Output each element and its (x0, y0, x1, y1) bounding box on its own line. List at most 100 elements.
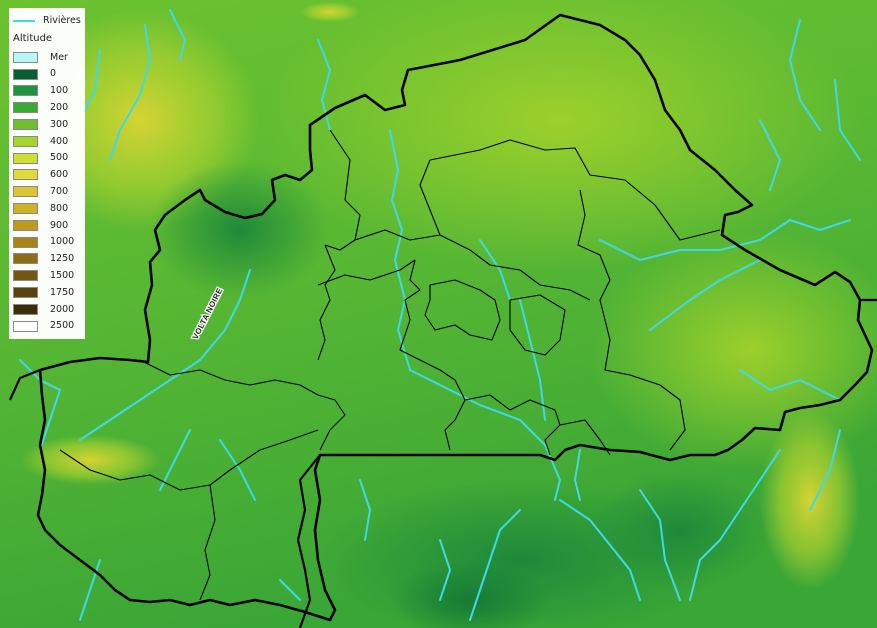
legend-item-label: 800 (50, 202, 69, 214)
international-border (296, 454, 321, 628)
international-borders (8, 298, 877, 628)
legend-swatch (13, 85, 38, 97)
terrain-volta-basin (390, 560, 550, 628)
terrain-atakora-hills (760, 410, 860, 590)
legend-item-label: 500 (50, 152, 69, 164)
legend-item: 600 (13, 167, 85, 184)
legend-item: 100 (13, 83, 85, 100)
river (809, 429, 841, 511)
river (469, 509, 521, 621)
region-boundary (559, 419, 611, 456)
terrain-oti-lowland (590, 470, 770, 590)
region-boundaries (59, 129, 721, 601)
river (79, 559, 101, 621)
region-boundary (317, 244, 336, 361)
legend-swatch (13, 51, 38, 63)
legend-item: 300 (13, 116, 85, 133)
legend-item: 800 (13, 200, 85, 217)
river (359, 479, 371, 541)
river (109, 24, 151, 161)
international-border (8, 368, 41, 401)
legend-swatch (13, 119, 38, 131)
river (439, 539, 451, 601)
legend-swatch (13, 68, 38, 80)
legend-swatch (13, 152, 38, 164)
legend-item-label: 600 (50, 169, 69, 181)
river-line-icon (13, 20, 35, 22)
terrain-sourou-lowland (150, 160, 330, 300)
legend-item: 2000 (13, 301, 85, 318)
legend-swatch (13, 135, 38, 147)
region-boundary (419, 159, 441, 236)
region-boundary (139, 359, 319, 396)
region-boundary (424, 279, 501, 341)
river (739, 369, 841, 401)
river (479, 239, 511, 301)
legend-item-label: 300 (50, 118, 69, 130)
legend-swatch (13, 287, 38, 299)
river (689, 449, 781, 601)
river (219, 439, 256, 501)
legend-item-label: 1500 (50, 270, 75, 281)
region-boundary (429, 139, 721, 241)
legend-item-label: 2500 (50, 320, 75, 332)
legend-swatch (13, 270, 38, 282)
legend-item: 1000 (13, 234, 85, 251)
legend-item: 400 (13, 133, 85, 150)
region-boundary (464, 394, 561, 456)
legend-swatch (13, 186, 38, 198)
river (159, 429, 191, 491)
river (79, 269, 251, 441)
legend-item: 1750 (13, 284, 85, 301)
legend-item-label: Mer (50, 51, 68, 63)
river (519, 299, 546, 421)
legend-item-label: 700 (50, 186, 69, 198)
legend-item-label: 0 (50, 68, 57, 80)
legend-item-label: 400 (50, 135, 69, 147)
legend-item-label: 1750 (50, 286, 75, 298)
river (639, 489, 681, 601)
region-boundary (59, 429, 319, 491)
river (389, 129, 411, 371)
legend-item: Mer (13, 49, 85, 66)
region-boundary (317, 259, 416, 286)
river (79, 49, 101, 121)
river (279, 579, 301, 601)
terrain-plateau-east (590, 230, 877, 470)
legend-item: 1500 (13, 267, 85, 284)
legend-swatch (13, 320, 38, 332)
legend-swatch (13, 253, 38, 265)
terrain-sindou-hills (20, 435, 160, 485)
river (789, 219, 851, 231)
river (759, 119, 781, 191)
region-boundary (509, 294, 566, 356)
legend-item: 200 (13, 99, 85, 116)
region-boundary (399, 259, 466, 451)
legend-item: 500 (13, 150, 85, 167)
legend-item: 2500 (13, 318, 85, 335)
legend-item-label: 2000 (50, 303, 75, 315)
legend-river-entry: Rivières (13, 12, 85, 30)
terrain-north-hill (300, 2, 360, 22)
legend-altitude-scale: Mer 0 100 200 300 400 500 600 700 800 900 1000 1250 1… (13, 49, 85, 335)
river (789, 19, 821, 131)
legend-item-label: 1250 (50, 253, 75, 265)
legend-item: 900 (13, 217, 85, 234)
terrain-plateau-north (260, 0, 860, 270)
region-boundary (577, 189, 686, 451)
river (559, 499, 641, 601)
region-boundary (354, 229, 591, 301)
national-border (36, 13, 874, 622)
legend-swatch (13, 236, 38, 248)
legend-swatch (13, 169, 38, 181)
map-legend: Rivières Altitude Mer 0 100 200 300 400 500 600… (9, 8, 85, 339)
river (649, 259, 761, 331)
legend-swatch (13, 219, 38, 231)
legend-altitude-title: Altitude (13, 33, 53, 44)
legend-river-label: Rivières (43, 15, 81, 27)
legend-item-label: 900 (50, 219, 69, 231)
legend-item-label: 200 (50, 102, 69, 114)
legend-swatch (13, 303, 38, 315)
